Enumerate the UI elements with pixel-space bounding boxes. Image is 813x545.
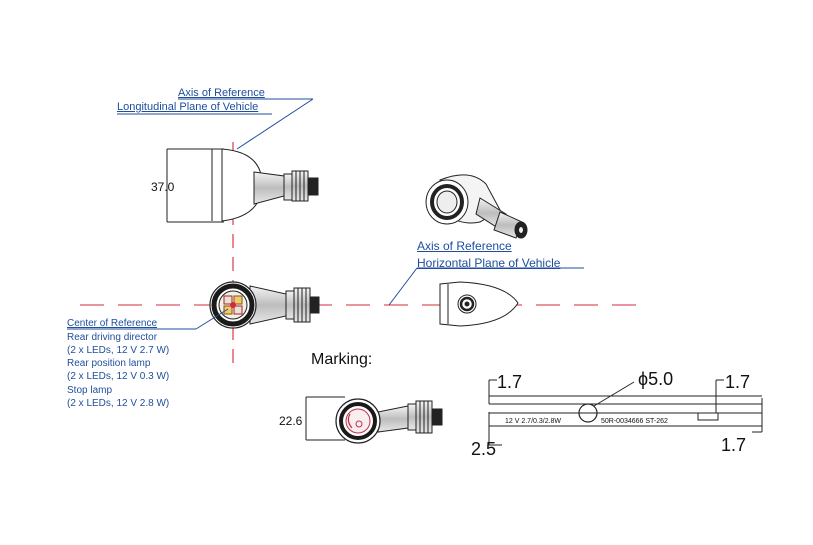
dimension-height-side: 37.0	[151, 180, 175, 194]
marking-diameter: ϕ5.0	[638, 369, 674, 389]
led-cell	[233, 305, 243, 315]
function-detail: (2 x LEDs, 12 V 2.7 W)	[67, 345, 170, 356]
function-name: Stop lamp	[67, 385, 113, 396]
horizontal-plane-label: Horizontal Plane of Vehicle	[417, 256, 561, 270]
function-detail: (2 x LEDs, 12 V 0.3 W)	[67, 371, 170, 382]
led-cell	[223, 305, 233, 315]
lamp-side-view	[166, 148, 319, 223]
center-of-reference-label: Center of Reference	[67, 318, 158, 329]
lamp-marking-view	[305, 396, 443, 444]
marking-heading: Marking:	[311, 351, 373, 368]
marking-right-bottom-height: 1.7	[721, 435, 747, 455]
marking-approval-text: 50R-0034666 ST-262	[601, 418, 668, 425]
longitudinal-axis-title: Axis of Reference	[178, 87, 265, 99]
led-cell	[233, 295, 243, 305]
marking-right-top-height: 1.7	[725, 372, 751, 392]
function-name: Rear position lamp	[67, 358, 151, 369]
function-name: Rear driving director	[67, 332, 158, 343]
lamp-front-view	[209, 281, 320, 329]
reference-lines	[80, 142, 645, 372]
function-detail: (2 x LEDs, 12 V 2.8 W)	[67, 398, 170, 409]
marking-rating-text: 12 V 2.7/0.3/2.8W	[505, 418, 562, 425]
lamp-perspective-view	[425, 174, 528, 239]
marking-detail	[488, 379, 763, 446]
marking-left-bottom-height: 2.5	[471, 439, 497, 459]
dimension-height-marking: 22.6	[279, 414, 303, 428]
marking-left-height: 1.7	[497, 372, 523, 392]
longitudinal-plane-label: Longitudinal Plane of Vehicle	[117, 101, 259, 113]
horizontal-axis-title: Axis of Reference	[417, 239, 512, 253]
lamp-rear-view	[439, 281, 519, 327]
leader-lines	[67, 98, 584, 330]
led-cell	[223, 295, 233, 305]
